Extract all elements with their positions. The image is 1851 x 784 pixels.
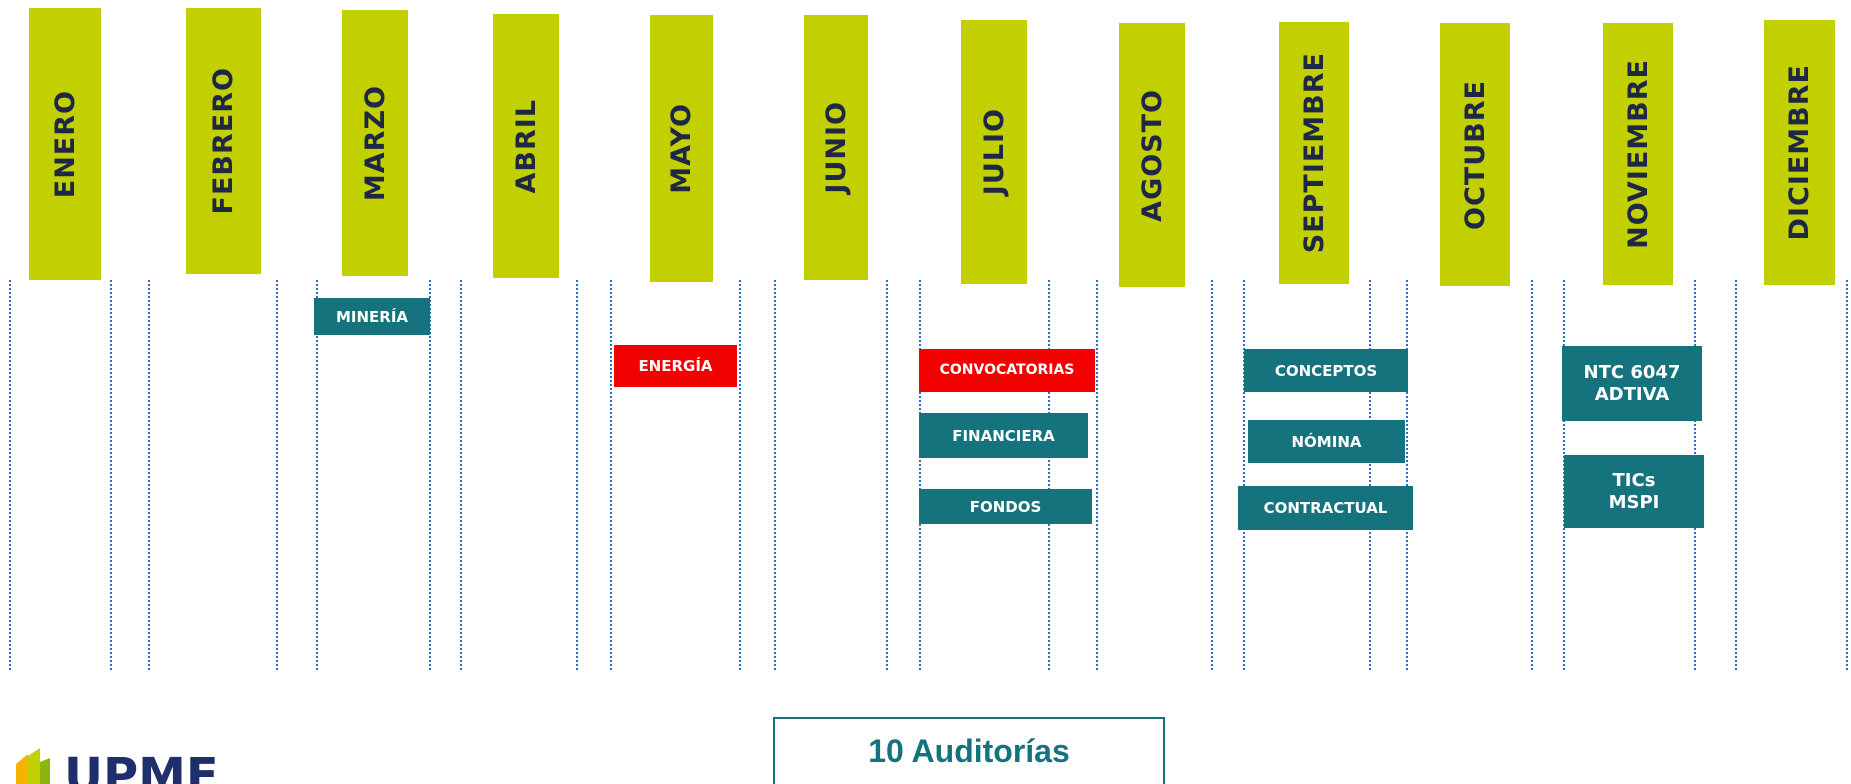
audit-financiera: FINANCIERA (919, 413, 1088, 458)
month-label: OCTUBRE (1459, 79, 1491, 230)
month-header-febrero: FEBRERO (186, 8, 261, 274)
month-label: NOVIEMBRE (1622, 59, 1654, 249)
guide-line (460, 280, 462, 670)
audit-convocatorias: CONVOCATORIAS (919, 349, 1095, 392)
guide-line (1369, 280, 1371, 670)
month-label: MAYO (666, 103, 697, 194)
month-header-septiembre: SEPTIEMBRE (1279, 22, 1349, 284)
audit-fondos: FONDOS (919, 489, 1092, 524)
month-header-noviembre: NOVIEMBRE (1603, 23, 1673, 285)
guide-line (739, 280, 741, 670)
guide-line (148, 280, 150, 670)
guide-line (9, 280, 11, 670)
guide-line (1048, 280, 1050, 670)
month-label: DICIEMBRE (1784, 64, 1815, 241)
month-label: JULIO (978, 108, 1010, 196)
audit-energia: ENERGÍA (614, 345, 737, 387)
guide-line (429, 280, 431, 670)
guide-line (919, 280, 921, 670)
guide-line (610, 280, 612, 670)
guide-line (1211, 280, 1213, 670)
month-label: SEPTIEMBRE (1298, 52, 1330, 254)
month-label: MARZO (359, 84, 391, 202)
guide-line (316, 280, 318, 670)
logo-wordmark: UPME (64, 748, 219, 784)
audit-nomina: NÓMINA (1248, 420, 1405, 463)
month-label: FEBRERO (208, 67, 239, 215)
guide-line (576, 280, 578, 670)
upme-logo: UPME (16, 748, 219, 784)
audit-contractual: CONTRACTUAL (1238, 486, 1413, 530)
month-header-junio: JUNIO (804, 15, 868, 280)
audit-count-box: 10 Auditorías (773, 717, 1165, 784)
logo-mark-icon (16, 748, 50, 784)
month-label: AGOSTO (1136, 88, 1168, 222)
guide-line (774, 280, 776, 670)
month-header-enero: ENERO (29, 8, 101, 280)
guide-line (1406, 280, 1408, 670)
audit-ntc-6047-adtiva: NTC 6047 ADTIVA (1562, 346, 1702, 421)
month-header-julio: JULIO (961, 20, 1027, 284)
month-label: ENERO (49, 89, 81, 199)
month-header-agosto: AGOSTO (1119, 23, 1185, 287)
month-header-octubre: OCTUBRE (1440, 23, 1510, 286)
guide-line (1735, 280, 1737, 670)
month-label: ABRIL (510, 98, 542, 194)
month-label: JUNIO (820, 101, 852, 194)
month-header-abril: ABRIL (493, 14, 559, 278)
guide-line (276, 280, 278, 670)
guide-line (110, 280, 112, 670)
guide-line (1531, 280, 1533, 670)
month-header-diciembre: DICIEMBRE (1764, 20, 1835, 285)
audit-mineria: MINERÍA (314, 298, 430, 335)
month-header-marzo: MARZO (342, 10, 408, 276)
guide-line (886, 280, 888, 670)
guide-line (1096, 280, 1098, 670)
audit-tics-mspi: TICs MSPI (1564, 455, 1704, 528)
audit-conceptos: CONCEPTOS (1244, 349, 1408, 392)
guide-line (1243, 280, 1245, 670)
month-header-mayo: MAYO (650, 15, 713, 282)
guide-line (1846, 280, 1848, 670)
